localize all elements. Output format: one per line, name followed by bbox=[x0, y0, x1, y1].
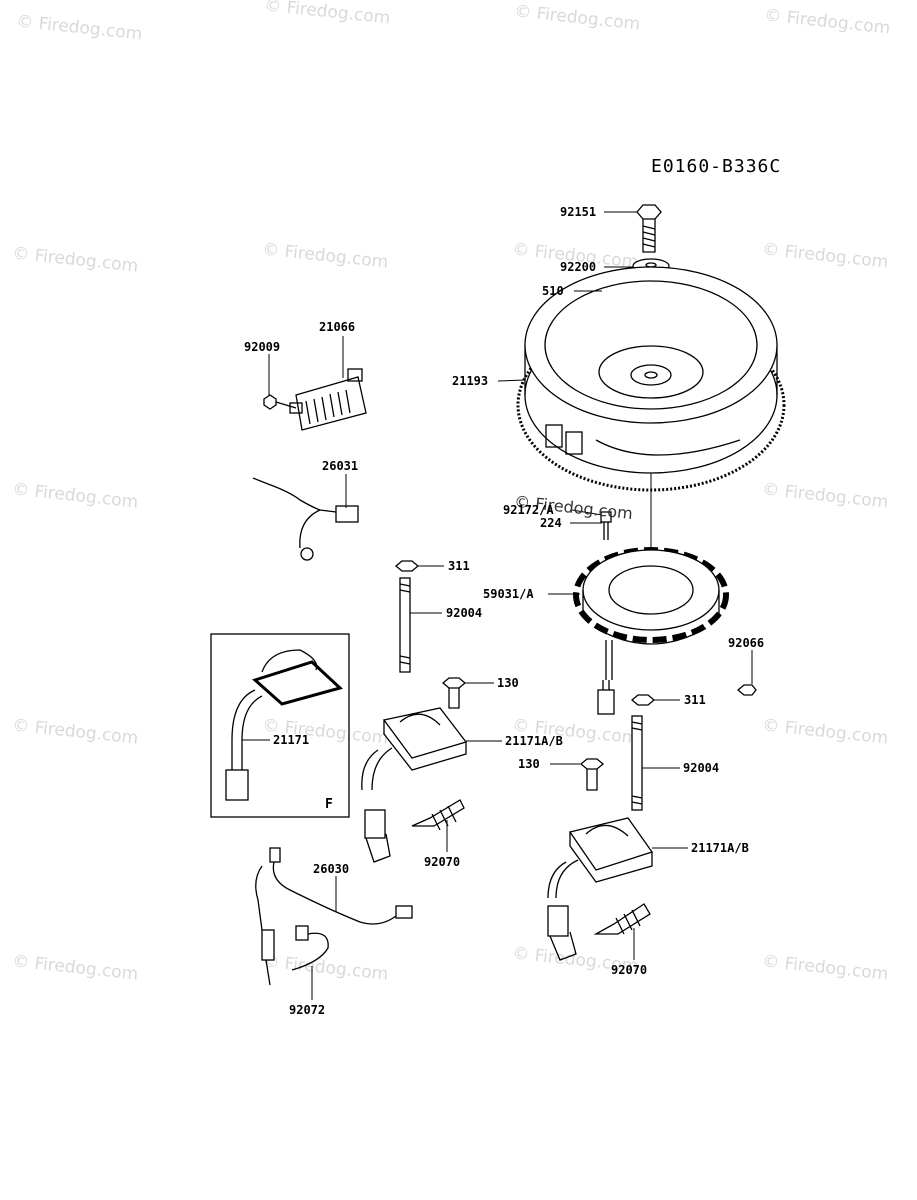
part-label: 92066 bbox=[728, 636, 765, 650]
stud-92004-upper bbox=[399, 577, 411, 673]
leader-lines bbox=[242, 211, 753, 1000]
part-label: 92172/A bbox=[503, 503, 554, 517]
stud-92004-lower bbox=[631, 715, 643, 811]
nut-311-upper bbox=[394, 560, 420, 572]
screw-92172A bbox=[600, 511, 612, 540]
bolt-130-upper bbox=[441, 677, 467, 709]
lead-wire-26031 bbox=[252, 477, 359, 561]
part-label: 92004 bbox=[683, 761, 720, 775]
nut-92066 bbox=[736, 684, 757, 696]
inset-letter: F bbox=[325, 797, 333, 812]
spark-plug-92070-upper bbox=[411, 799, 465, 831]
part-label: 311 bbox=[684, 693, 706, 707]
part-label: 21171A/B bbox=[691, 841, 749, 855]
ignition-coil-21171 bbox=[225, 649, 343, 801]
part-label: 311 bbox=[448, 559, 470, 573]
part-label: 59031/A bbox=[483, 587, 534, 601]
part-label: 92200 bbox=[560, 260, 597, 274]
part-label: 21171 bbox=[273, 733, 310, 747]
part-label: 224 bbox=[540, 516, 562, 530]
part-label: 92004 bbox=[446, 606, 483, 620]
part-label: 510 bbox=[542, 284, 564, 298]
part-label: 21193 bbox=[452, 374, 489, 388]
part-label: 26031 bbox=[322, 459, 359, 473]
stator-59031A bbox=[573, 547, 729, 715]
bolt-92009 bbox=[263, 394, 297, 410]
part-label: 26030 bbox=[313, 862, 350, 876]
part-label: 92009 bbox=[244, 340, 281, 354]
lead-wire-26030 bbox=[255, 847, 413, 986]
inset-frame bbox=[210, 633, 350, 818]
nut-311-lower bbox=[630, 694, 656, 706]
part-label: 21171A/B bbox=[505, 734, 563, 748]
part-label: 92070 bbox=[611, 963, 648, 977]
ignition-coil-lower bbox=[547, 817, 654, 961]
bolt-92151 bbox=[636, 204, 662, 253]
part-label: 92151 bbox=[560, 205, 597, 219]
part-label: 92072 bbox=[289, 1003, 326, 1017]
ignition-coil-upper bbox=[361, 707, 468, 863]
flywheel-21193 bbox=[516, 266, 786, 492]
part-label: 130 bbox=[497, 676, 519, 690]
bolt-130-lower bbox=[579, 758, 605, 791]
clamp-92072 bbox=[291, 925, 329, 971]
part-label: 130 bbox=[518, 757, 540, 771]
diagram-code: E0160-B336C bbox=[651, 156, 782, 177]
regulator-21066 bbox=[289, 368, 367, 431]
part-label: 92070 bbox=[424, 855, 461, 869]
spark-plug-92070-lower bbox=[593, 903, 651, 935]
part-label: 21066 bbox=[319, 320, 356, 334]
